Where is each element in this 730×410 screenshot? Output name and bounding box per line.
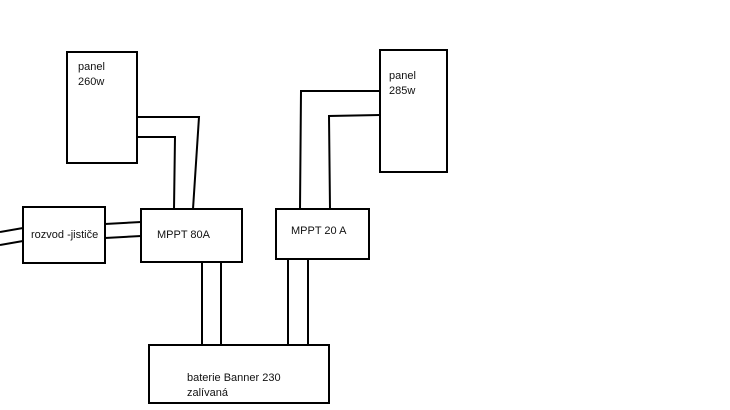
distribution-breakers-box [22,206,106,264]
wire-panel285-mppt20-a [299,90,380,210]
wire-panel260-mppt80-a [137,116,201,210]
wire-panel260-mppt80-b [137,136,177,210]
panel-285w: panel 285w [379,49,448,173]
mppt-80a-box [140,208,243,263]
wire-panel285-mppt20-b [327,114,381,210]
mppt-20a: MPPT 20 A [275,208,370,260]
panel-285w-label-line2: 285w [389,85,415,97]
wire-distribution-mppt80-b [104,235,142,239]
battery-banner-label-line1: baterie Banner 230 [187,372,281,384]
mppt-80a: MPPT 80A [140,208,243,263]
wire-incoming-a [0,227,24,233]
wire-distribution-mppt80-a [104,221,142,225]
wire-incoming-b [0,240,24,246]
panel-285w-label-line1: panel [389,70,416,82]
battery-banner-box [148,344,330,404]
battery-banner: baterie Banner 230 zalívaná [148,344,330,404]
panel-285w-box [379,49,448,173]
distribution-breakers: rozvod -jističe [22,206,106,264]
battery-banner-label-line2: zalívaná [187,387,229,399]
panel-260w-label-line2: 260w [78,76,104,88]
panel-260w-label-line1: panel [78,61,105,73]
mppt-80a-label: MPPT 80A [157,229,211,241]
panel-260w: panel 260w [66,51,138,164]
distribution-breakers-label: rozvod -jističe [31,229,98,241]
mppt-20a-box [275,208,370,260]
mppt-20a-label: MPPT 20 A [291,225,347,237]
wires [0,90,381,345]
panel-260w-box [66,51,138,164]
